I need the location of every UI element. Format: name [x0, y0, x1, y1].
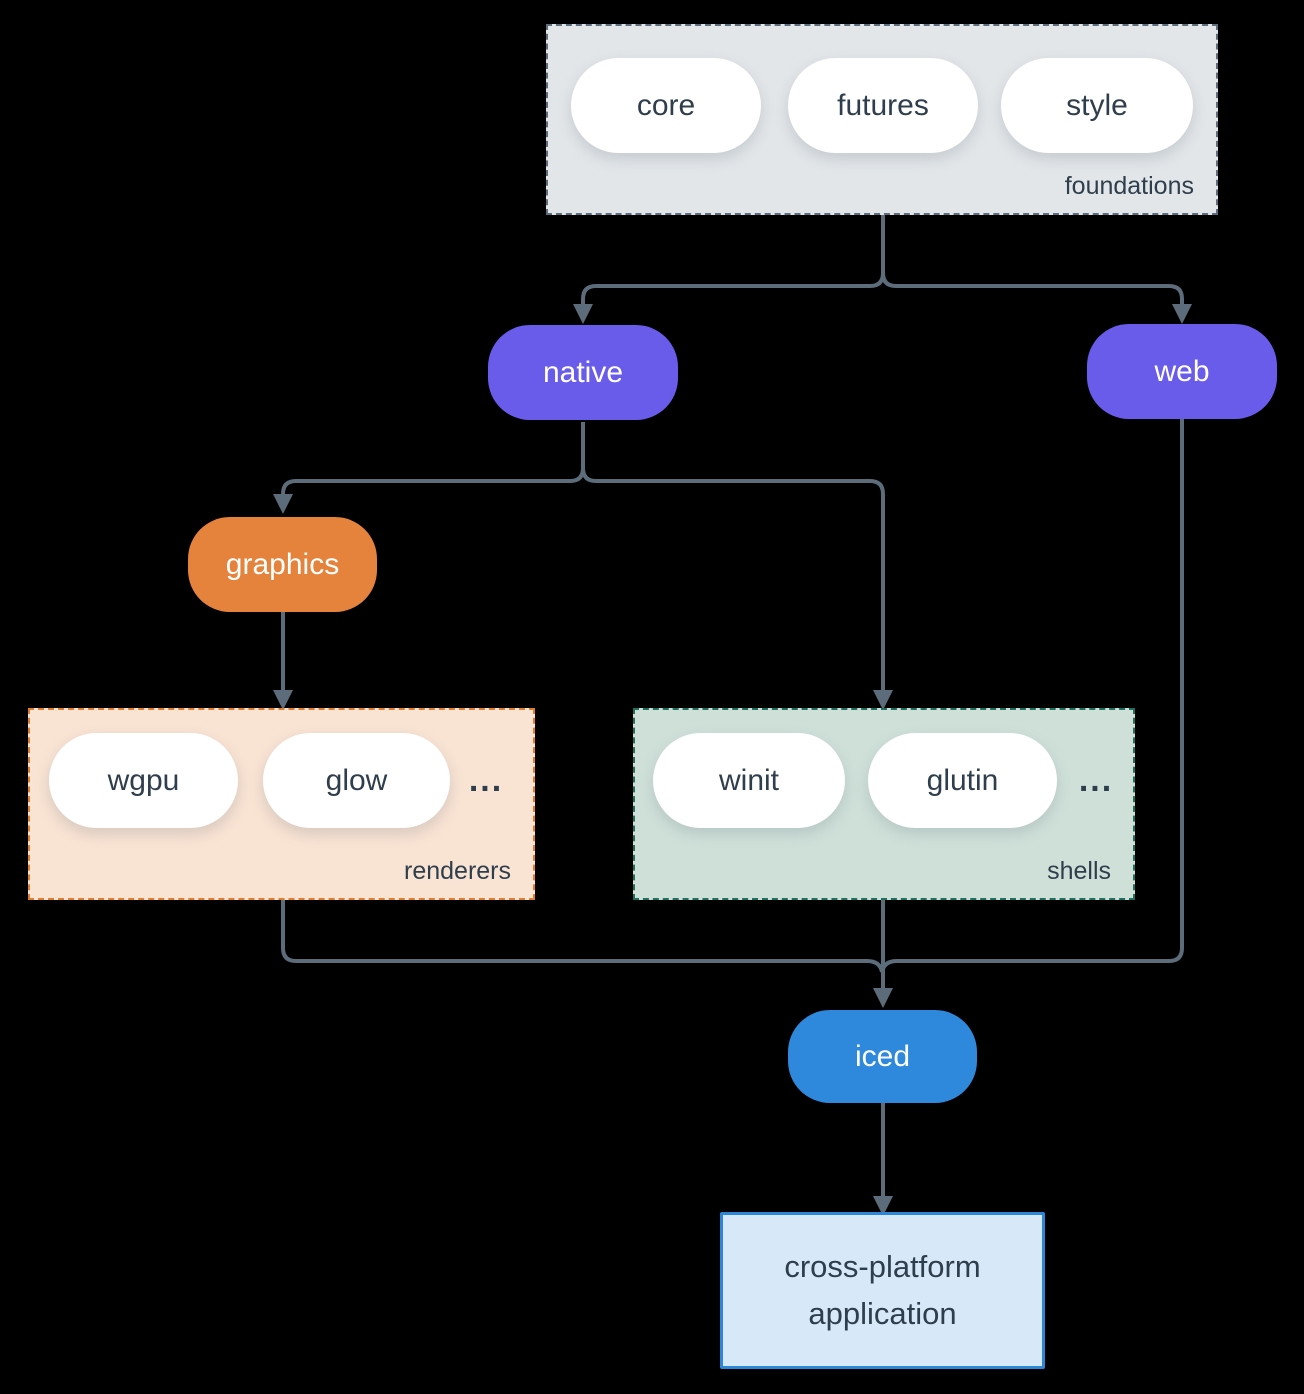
node-futures: futures — [788, 58, 978, 153]
shells-ellipsis: ... — [1078, 761, 1114, 799]
node-native: native — [488, 325, 678, 420]
node-winit: winit — [653, 733, 845, 828]
edge-foundations-web — [881, 215, 1192, 324]
edge-foundations-native — [573, 215, 885, 324]
edge-native-graphics — [273, 422, 585, 514]
node-application: cross-platform application — [720, 1212, 1045, 1369]
node-core: core — [571, 58, 761, 153]
renderers-group-label: renderers — [404, 857, 511, 885]
node-glutin: glutin — [868, 733, 1057, 828]
node-iced: iced — [788, 1010, 977, 1103]
application-label-line1: cross-platform — [784, 1249, 981, 1284]
node-graphics: graphics — [188, 517, 377, 612]
shells-group-label: shells — [1047, 857, 1111, 885]
node-web: web — [1087, 324, 1277, 419]
node-wgpu: wgpu — [49, 733, 238, 828]
foundations-group-label: foundations — [1064, 172, 1194, 200]
edge-renderers-iced — [281, 900, 884, 973]
renderers-ellipsis: ... — [468, 761, 504, 799]
node-style: style — [1001, 58, 1193, 153]
node-glow: glow — [263, 733, 450, 828]
application-label-line2: application — [808, 1295, 957, 1331]
edge-native-shells — [581, 422, 893, 710]
